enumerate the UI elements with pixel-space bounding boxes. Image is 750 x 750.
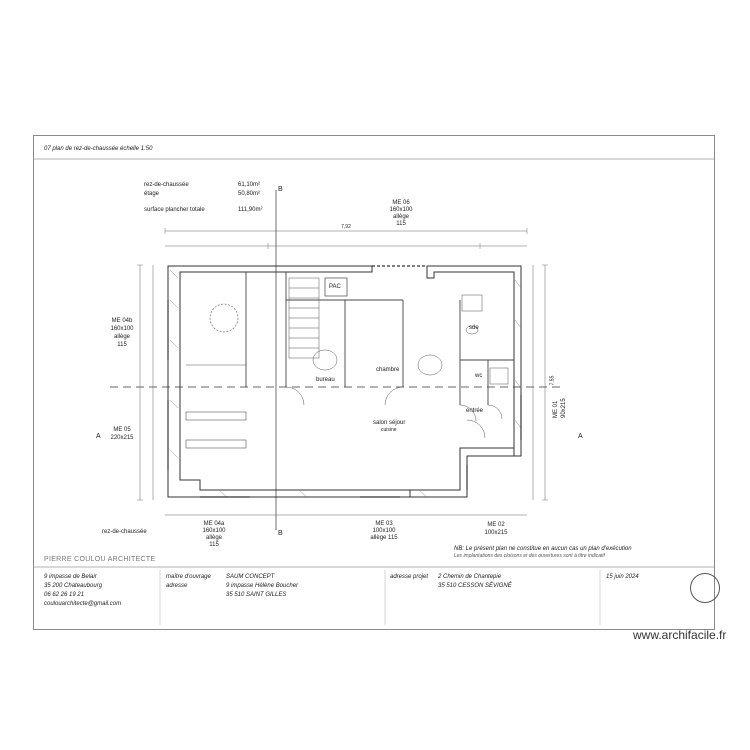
drawing-sheet <box>33 135 715 630</box>
me04b-name: ME 04b <box>111 318 133 324</box>
sheet-title: 07 plan de rez-de-chaussée échelle 1:50 <box>44 146 153 152</box>
level-label: rez-de-chaussée <box>102 529 147 535</box>
firm-phone: 06 62 26 19 21 <box>44 592 85 598</box>
north-logo-circle <box>690 573 720 603</box>
owner-label: maître d'ouvrage <box>166 574 211 580</box>
dimension-right-total: 7,55 <box>549 375 556 386</box>
me04b-allege: allège <box>113 334 131 340</box>
interior-partitions <box>245 272 514 405</box>
area-floor-label: étage <box>144 191 160 197</box>
wall-south-east <box>409 447 515 498</box>
note-line2: Les implantations des cloisons et des ou… <box>454 553 605 559</box>
me04a-size: 160x100 <box>202 528 226 534</box>
door-swings <box>285 386 503 439</box>
room-wc: wc <box>475 373 483 379</box>
wall-east-north <box>426 265 522 457</box>
staircase <box>288 277 320 359</box>
project-label: adresse projet <box>390 574 429 580</box>
me06-size: 160x100 <box>389 207 413 213</box>
section-mark-a-right: A <box>578 433 583 440</box>
dimension-ticks <box>137 228 548 501</box>
section-mark-b-top: B <box>278 186 283 193</box>
me06-allege-value: 115 <box>396 221 406 227</box>
section-mark-b-bottom: B <box>278 530 283 537</box>
area-floor-value: 50,80m² <box>238 191 261 197</box>
area-ground-value: 61,10m² <box>238 182 261 188</box>
note-line1: NB: Le présent plan ne constitue en aucu… <box>454 546 632 552</box>
dimension-top-total: 7,92 <box>341 224 351 230</box>
section-mark-a-left: A <box>96 433 101 440</box>
firm-address2: 35 200 Chateaubourg <box>44 583 103 589</box>
window-openings <box>167 265 522 498</box>
exterior-walls <box>167 265 522 498</box>
me01-size: 90x215 <box>561 398 567 418</box>
kitchen-counters <box>185 364 247 449</box>
wall-hatch <box>169 269 522 498</box>
drawing-date: 15 juin 2024 <box>606 574 639 580</box>
area-total-value: 111,90m² <box>238 207 263 213</box>
room-cuisine: cuisine <box>381 427 397 433</box>
firm-address1: 9 impasse de Belair <box>44 574 97 580</box>
me01-name: ME 01 <box>553 400 559 418</box>
me03-allege: allège 115 <box>370 535 398 541</box>
firm-email: coulouarchitecte@gmail.com <box>44 601 122 607</box>
room-bureau: bureau <box>316 377 335 383</box>
cartouche-dividers <box>159 570 601 625</box>
me03-size: 100x100 <box>372 528 396 534</box>
area-ground-label: rez-de-chaussée <box>144 182 189 188</box>
round-table <box>209 303 239 333</box>
area-total-label: surface plancher totale <box>144 207 205 213</box>
me06-name: ME 06 <box>392 200 410 206</box>
room-entree: entrée <box>466 408 484 414</box>
address-label: adresse <box>166 583 188 589</box>
watermark-link[interactable]: www.archifacile.fr <box>633 628 727 642</box>
me05-name: ME 05 <box>113 427 131 433</box>
room-sde: sde <box>469 325 479 331</box>
project-address2: 35 510 CESSON SÉVIGNÉ <box>438 583 512 589</box>
room-chambre: chambre <box>376 367 400 373</box>
owner-address1: 9 impasse Hélène Boucher <box>226 583 299 589</box>
room-salon: salon séjour <box>373 420 406 426</box>
me04a-allege: allège <box>205 535 223 541</box>
me06-allege: allège <box>392 214 410 220</box>
me04a-allege-value: 115 <box>209 542 219 548</box>
me02-size: 100x215 <box>484 530 508 536</box>
sanitary-fixtures <box>312 294 509 385</box>
me04b-size: 160x100 <box>110 326 134 332</box>
owner-name: SAUM CONCEPT <box>226 574 275 580</box>
me04b-allege-value: 115 <box>117 342 127 348</box>
room-pac: PAC <box>329 284 341 290</box>
pac-box <box>324 277 348 297</box>
firm-name: PIERRE COULOU ARCHITECTE <box>44 556 156 563</box>
me04a-name: ME 04a <box>203 521 225 527</box>
project-address1: 2 Chemin de Chantepie <box>438 574 502 580</box>
me05-size: 220x215 <box>110 435 134 441</box>
owner-address2: 35 510 SAINT GILLES <box>226 592 287 598</box>
me03-name: ME 03 <box>375 521 393 527</box>
me02-name: ME 02 <box>487 522 505 528</box>
